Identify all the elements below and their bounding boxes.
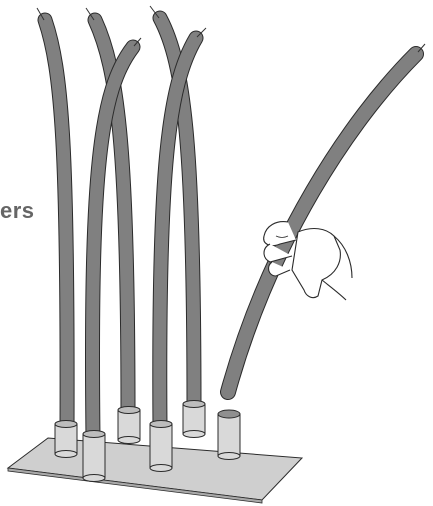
holder-back-2 (117, 406, 141, 444)
tube-back-1 (36, 7, 75, 440)
tube-back-3 (149, 5, 202, 416)
wire-tip (85, 7, 95, 21)
tube-front-2 (152, 27, 207, 436)
holder-front-1 (82, 430, 106, 482)
wire-tip (133, 37, 142, 47)
partial-caption-label: ers (0, 198, 35, 223)
tube-in-hand (220, 43, 426, 400)
wire-tip (36, 7, 45, 21)
holder-front-2 (149, 420, 173, 472)
wire-tip (196, 27, 207, 38)
tube-front-1 (85, 37, 142, 446)
holder-empty (217, 409, 241, 460)
holder-back-3 (182, 400, 206, 438)
wire-tip (149, 5, 160, 19)
base-plate-edge (7, 467, 263, 504)
hand-icon (263, 221, 353, 301)
wire-tip (417, 43, 426, 53)
tube-back-2 (85, 7, 136, 420)
holder-back-1 (54, 420, 78, 458)
